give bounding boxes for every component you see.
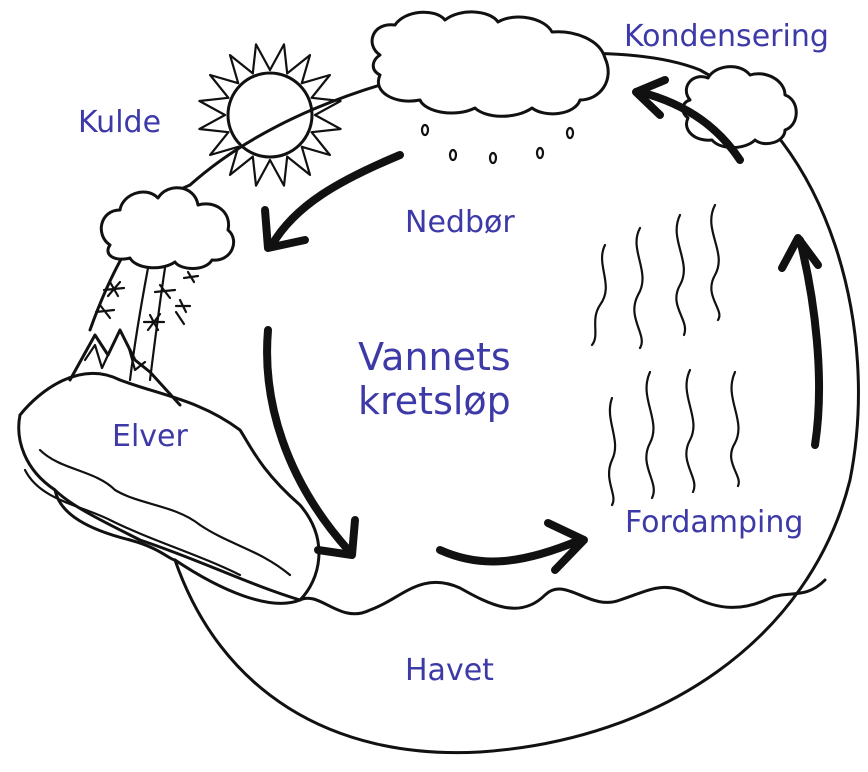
label-elver: Elver	[112, 422, 188, 452]
label-kondensering: Kondensering	[624, 22, 829, 52]
sun-icon	[199, 44, 340, 185]
diagram-title: Vannets kretsløp	[358, 336, 511, 423]
label-nedbor: Nedbør	[405, 208, 515, 238]
title-line-2: kretsløp	[358, 380, 511, 424]
cloud-icon	[683, 67, 796, 148]
sun-rays	[199, 44, 340, 185]
title-line-1: Vannets	[358, 336, 511, 380]
label-havet: Havet	[405, 656, 494, 686]
raindrop-icon	[422, 125, 573, 163]
cloud-icon	[101, 188, 233, 380]
cloud-icon	[372, 12, 608, 116]
label-fordamping: Fordamping	[625, 508, 803, 538]
evaporation-lines	[592, 205, 739, 505]
wave-icon	[175, 560, 825, 614]
label-kulde: Kulde	[78, 108, 161, 138]
